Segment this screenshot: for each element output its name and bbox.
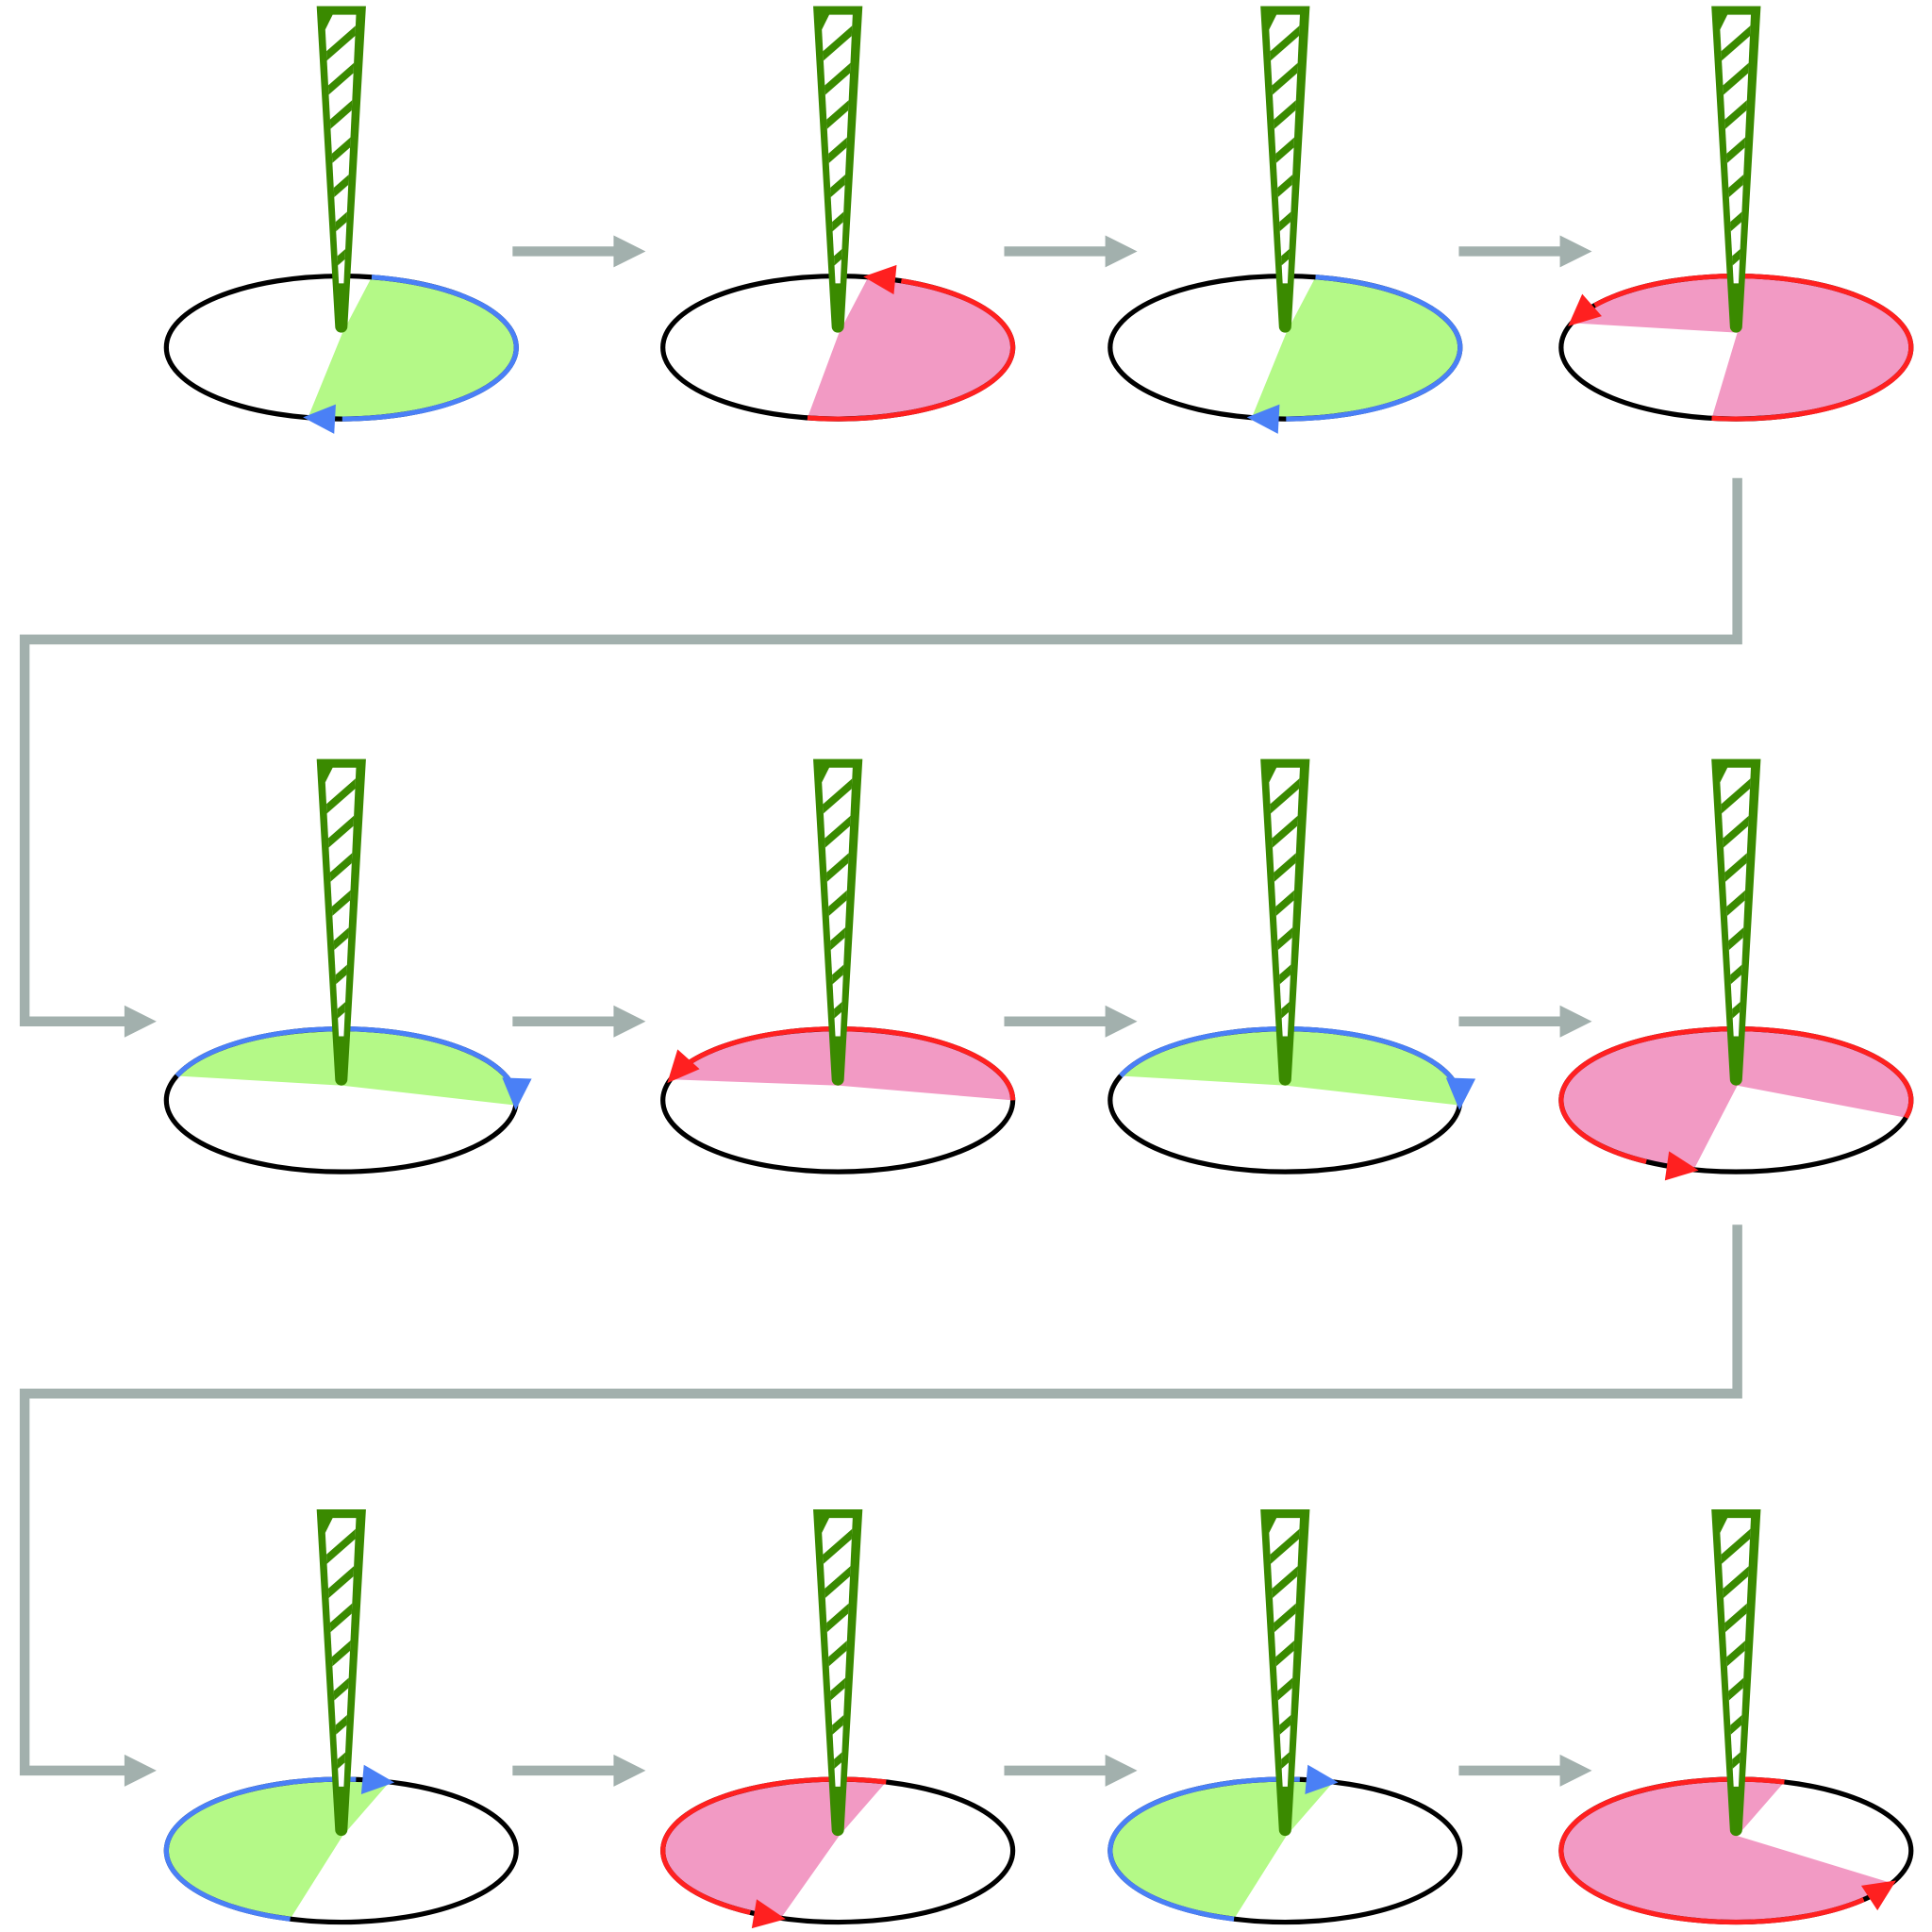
needle-stripe xyxy=(1720,1525,1751,1567)
needle-stripe xyxy=(822,775,853,816)
connector-arrowhead xyxy=(124,1754,157,1787)
needle-stripe xyxy=(1720,775,1751,816)
panel-12 xyxy=(1558,1509,1914,1925)
rotation-sector xyxy=(662,1779,887,1919)
panel-10 xyxy=(660,1509,1016,1929)
needle-stripe xyxy=(1720,23,1751,63)
needle-icon xyxy=(1260,1509,1310,1837)
rotation-arc xyxy=(1558,1026,1914,1164)
needle-icon xyxy=(1711,6,1761,333)
rotation-sector xyxy=(807,276,1013,420)
needle-stripe xyxy=(822,1525,853,1567)
needle-stripe xyxy=(822,23,853,63)
connector-arrowhead xyxy=(613,1005,646,1038)
rotation-arc xyxy=(1286,275,1463,422)
panel-3 xyxy=(1108,6,1463,434)
rotation-arc xyxy=(680,1026,1016,1101)
connector-arrowhead xyxy=(1559,235,1592,268)
rotation-arc xyxy=(341,275,519,422)
connector-arrowhead xyxy=(1105,1005,1138,1038)
rotation-sector xyxy=(1572,275,1911,420)
connector-arrowhead xyxy=(1559,1754,1592,1787)
rotation-sector xyxy=(166,1779,390,1920)
needle-icon xyxy=(813,6,863,333)
rotation-arc xyxy=(163,1776,357,1922)
connector-arrowhead xyxy=(613,1754,646,1787)
rotation-sector xyxy=(1251,276,1460,420)
panel-1 xyxy=(163,6,519,434)
panel-5 xyxy=(163,758,532,1174)
panel-6 xyxy=(660,758,1016,1174)
rotation-arc xyxy=(660,1776,887,1915)
connector-arrowhead xyxy=(1105,235,1138,268)
needle-stripe xyxy=(325,1525,357,1567)
needle-stripe xyxy=(1269,1525,1300,1567)
row-transition-connector xyxy=(19,477,1742,1026)
rotation-arrowhead-icon xyxy=(667,1049,700,1084)
rotation-arrowhead-icon xyxy=(1664,1151,1699,1181)
rotation-arrowhead-icon xyxy=(751,1899,786,1929)
needle-icon xyxy=(1260,6,1310,333)
rotation-arc xyxy=(175,1026,518,1093)
rotation-sector xyxy=(1560,1028,1911,1170)
rotation-sector xyxy=(308,276,517,420)
connector-arrowhead xyxy=(124,1005,157,1038)
rotation-arc xyxy=(807,278,1016,422)
rotation-arc xyxy=(1119,1026,1462,1093)
rotation-arrowhead-icon xyxy=(1445,1077,1476,1110)
panel-2 xyxy=(660,6,1016,422)
rotation-sector xyxy=(1109,1779,1334,1920)
rotation-arrowhead-icon xyxy=(1246,404,1280,434)
panel-4 xyxy=(1558,6,1914,422)
needle-stripe xyxy=(1269,23,1300,63)
rotation-arrowhead-icon xyxy=(360,1764,395,1794)
rotation-sector xyxy=(1560,1779,1892,1923)
rotation-arc xyxy=(1593,273,1914,422)
needle-stripe xyxy=(325,23,357,63)
panel-11 xyxy=(1108,1509,1463,1925)
panel-7 xyxy=(1108,758,1476,1174)
needle-icon xyxy=(813,758,863,1086)
panel-9 xyxy=(163,1509,519,1925)
connector-arrowhead xyxy=(1559,1005,1592,1038)
connector-arrowhead xyxy=(1105,1754,1138,1787)
needle-stripe xyxy=(1269,775,1300,816)
rotation-arrowhead-icon xyxy=(303,404,336,434)
rotation-arrowhead-icon xyxy=(1568,293,1602,326)
rotation-arrowhead-icon xyxy=(863,264,897,295)
panels xyxy=(163,6,1914,1929)
panel-8 xyxy=(1558,758,1914,1181)
rotation-arrowhead-icon xyxy=(502,1077,532,1110)
rotation-arc xyxy=(1558,1776,1865,1925)
needle-icon xyxy=(316,6,366,333)
needle-stripe xyxy=(325,775,357,816)
row-transition-connector xyxy=(19,1224,1742,1776)
connector-arrowhead xyxy=(613,235,646,268)
rotation-arrowhead-icon xyxy=(1305,1764,1339,1794)
rotation-arrowhead-icon xyxy=(1860,1880,1896,1911)
flow-connectors xyxy=(19,235,1742,1787)
rotation-arc xyxy=(1108,1776,1300,1922)
needle-icon xyxy=(1711,758,1761,1086)
